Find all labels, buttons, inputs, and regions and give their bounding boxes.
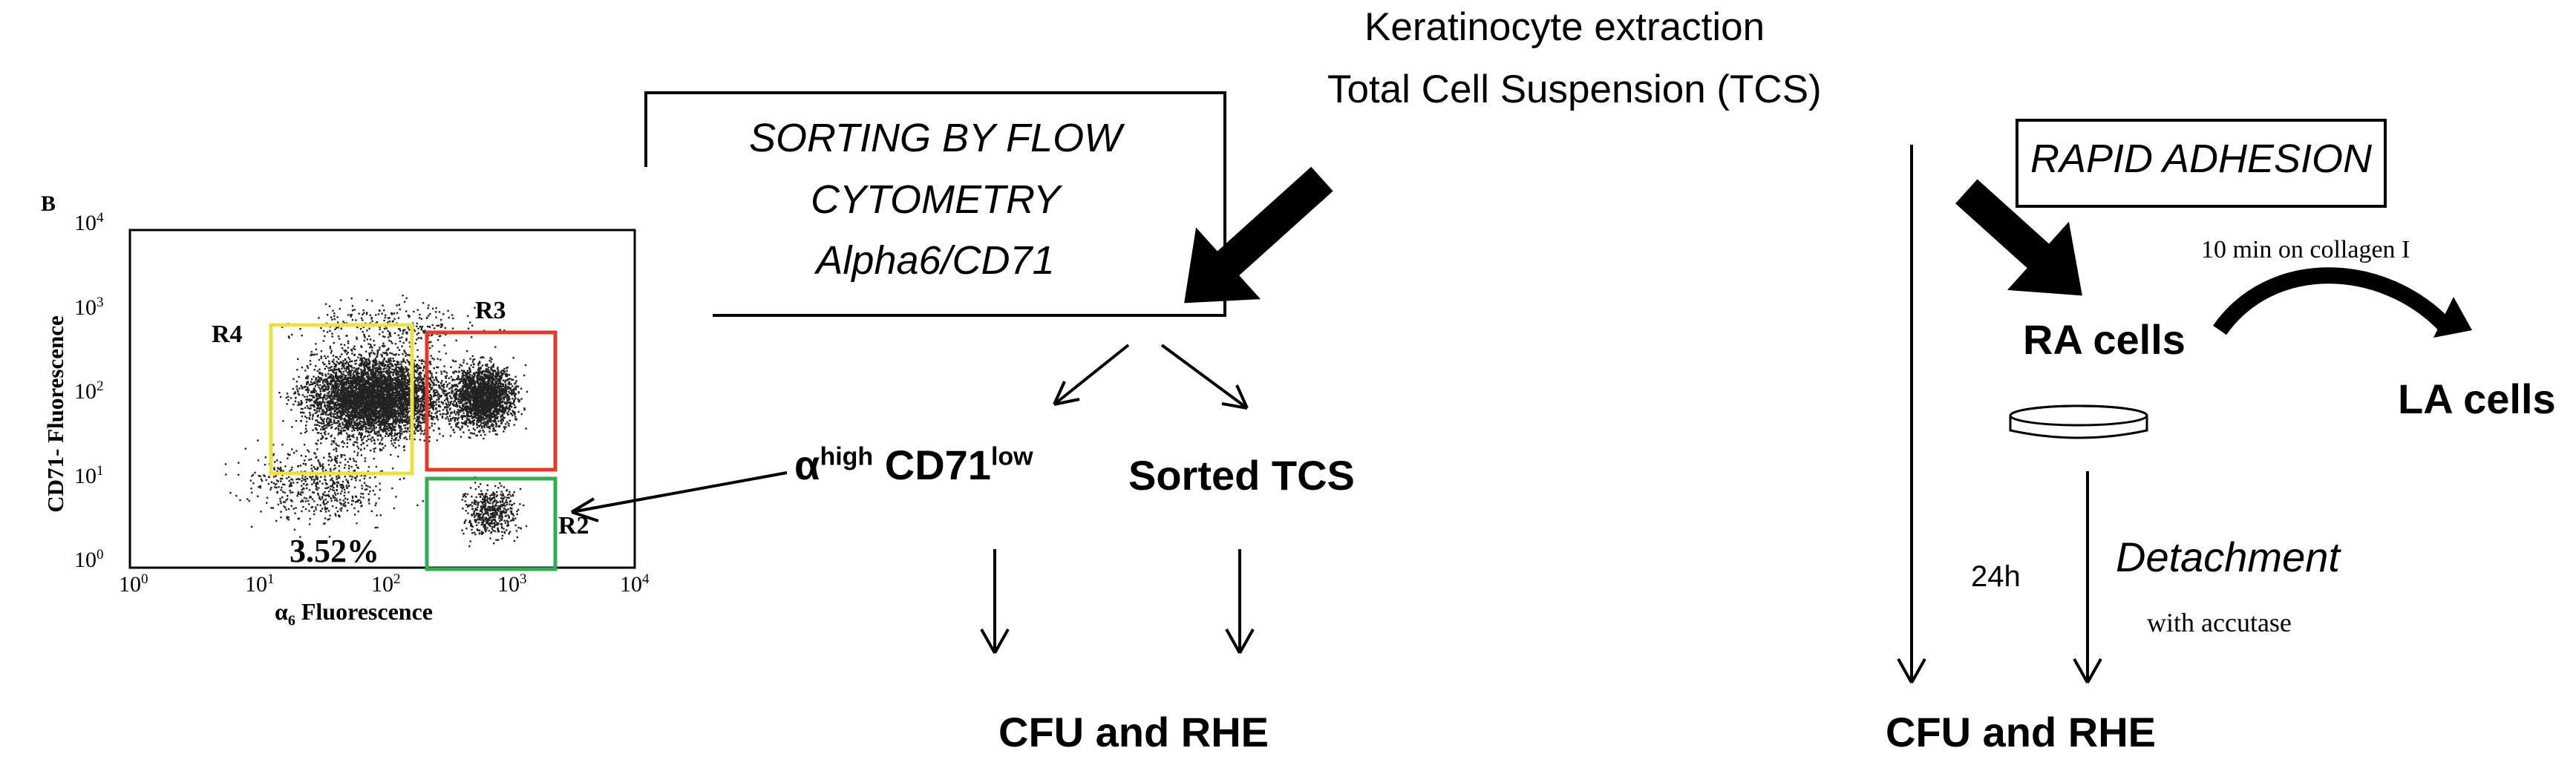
gate-R3 xyxy=(425,330,558,472)
accutase-label: with accutase xyxy=(2147,608,2292,637)
arrow-split-left xyxy=(1053,344,1130,406)
la-cells-label: LA cells xyxy=(2398,375,2556,422)
panel-letter: B xyxy=(41,191,56,216)
sorting-box-outline xyxy=(644,91,1226,317)
header-line-2: Total Cell Suspension (TCS) xyxy=(1327,68,1822,111)
alpha-symbol: α xyxy=(794,442,820,488)
sorted-tcs-label: Sorted TCS xyxy=(1128,452,1355,499)
flow-cytometry-plot xyxy=(128,229,636,571)
region-label-R4: R4 xyxy=(212,321,243,348)
scatter-dots xyxy=(224,295,529,548)
x-tick-4: 104 xyxy=(620,571,650,597)
header-line-1: Keratinocyte extraction xyxy=(1364,5,1765,49)
x-axis-label: α6 Fluorescence xyxy=(275,598,433,629)
cd71-text: CD71 xyxy=(873,442,991,488)
x-tick-3: 103 xyxy=(497,571,527,597)
time-label: 24h xyxy=(1971,560,2021,593)
gate-percentage: 3.52% xyxy=(290,533,379,569)
y-tick-4: 104 xyxy=(74,210,104,235)
big-arrow-to-sorting xyxy=(1184,166,1333,304)
curved-arrow-ra-la xyxy=(2212,267,2452,335)
rapid-adhesion-box xyxy=(2016,119,2387,208)
sorting-result-label: CFU and RHE xyxy=(998,709,1269,755)
region-label-R2: R2 xyxy=(558,512,589,539)
detachment-label: Detachment xyxy=(2116,534,2340,580)
rapid-result-label: CFU and RHE xyxy=(1886,709,2156,755)
y-axis-label: CD71- Fluorescence xyxy=(42,315,68,513)
sorting-title-line-3: Alpha6/CD71 xyxy=(816,238,1055,283)
petri-dish-icon xyxy=(2009,404,2148,439)
region-label-R3: R3 xyxy=(475,297,506,324)
cd71-low-sup: low xyxy=(990,442,1033,471)
gate-R2 xyxy=(425,476,558,571)
sorting-title-line-2: CYTOMETRY xyxy=(810,177,1061,222)
rapid-adhesion-label: RAPID ADHESION xyxy=(2030,137,2373,181)
arrow-to-R2 xyxy=(571,471,788,514)
arrow-split-right xyxy=(1160,344,1249,410)
x-tick-2: 102 xyxy=(371,571,401,597)
big-arrow-to-ra xyxy=(1955,179,2082,296)
y-tick-2: 102 xyxy=(74,378,104,404)
gate-R4 xyxy=(269,323,414,476)
plot-frame xyxy=(128,229,636,569)
y-tick-3: 103 xyxy=(74,295,104,320)
x-tick-0: 100 xyxy=(119,571,148,597)
alpha-high-sup: high xyxy=(820,442,874,471)
y-tick-0: 100 xyxy=(74,547,104,572)
ra-cells-label: RA cells xyxy=(2023,316,2186,363)
alpha-high-cd71-low-label: αhigh CD71low xyxy=(794,441,1033,489)
x-tick-1: 101 xyxy=(245,571,275,597)
sorting-title-line-1: SORTING BY FLOW xyxy=(748,116,1122,160)
y-tick-1: 101 xyxy=(74,463,104,488)
collagen-label: 10 min on collagen I xyxy=(2201,236,2410,263)
